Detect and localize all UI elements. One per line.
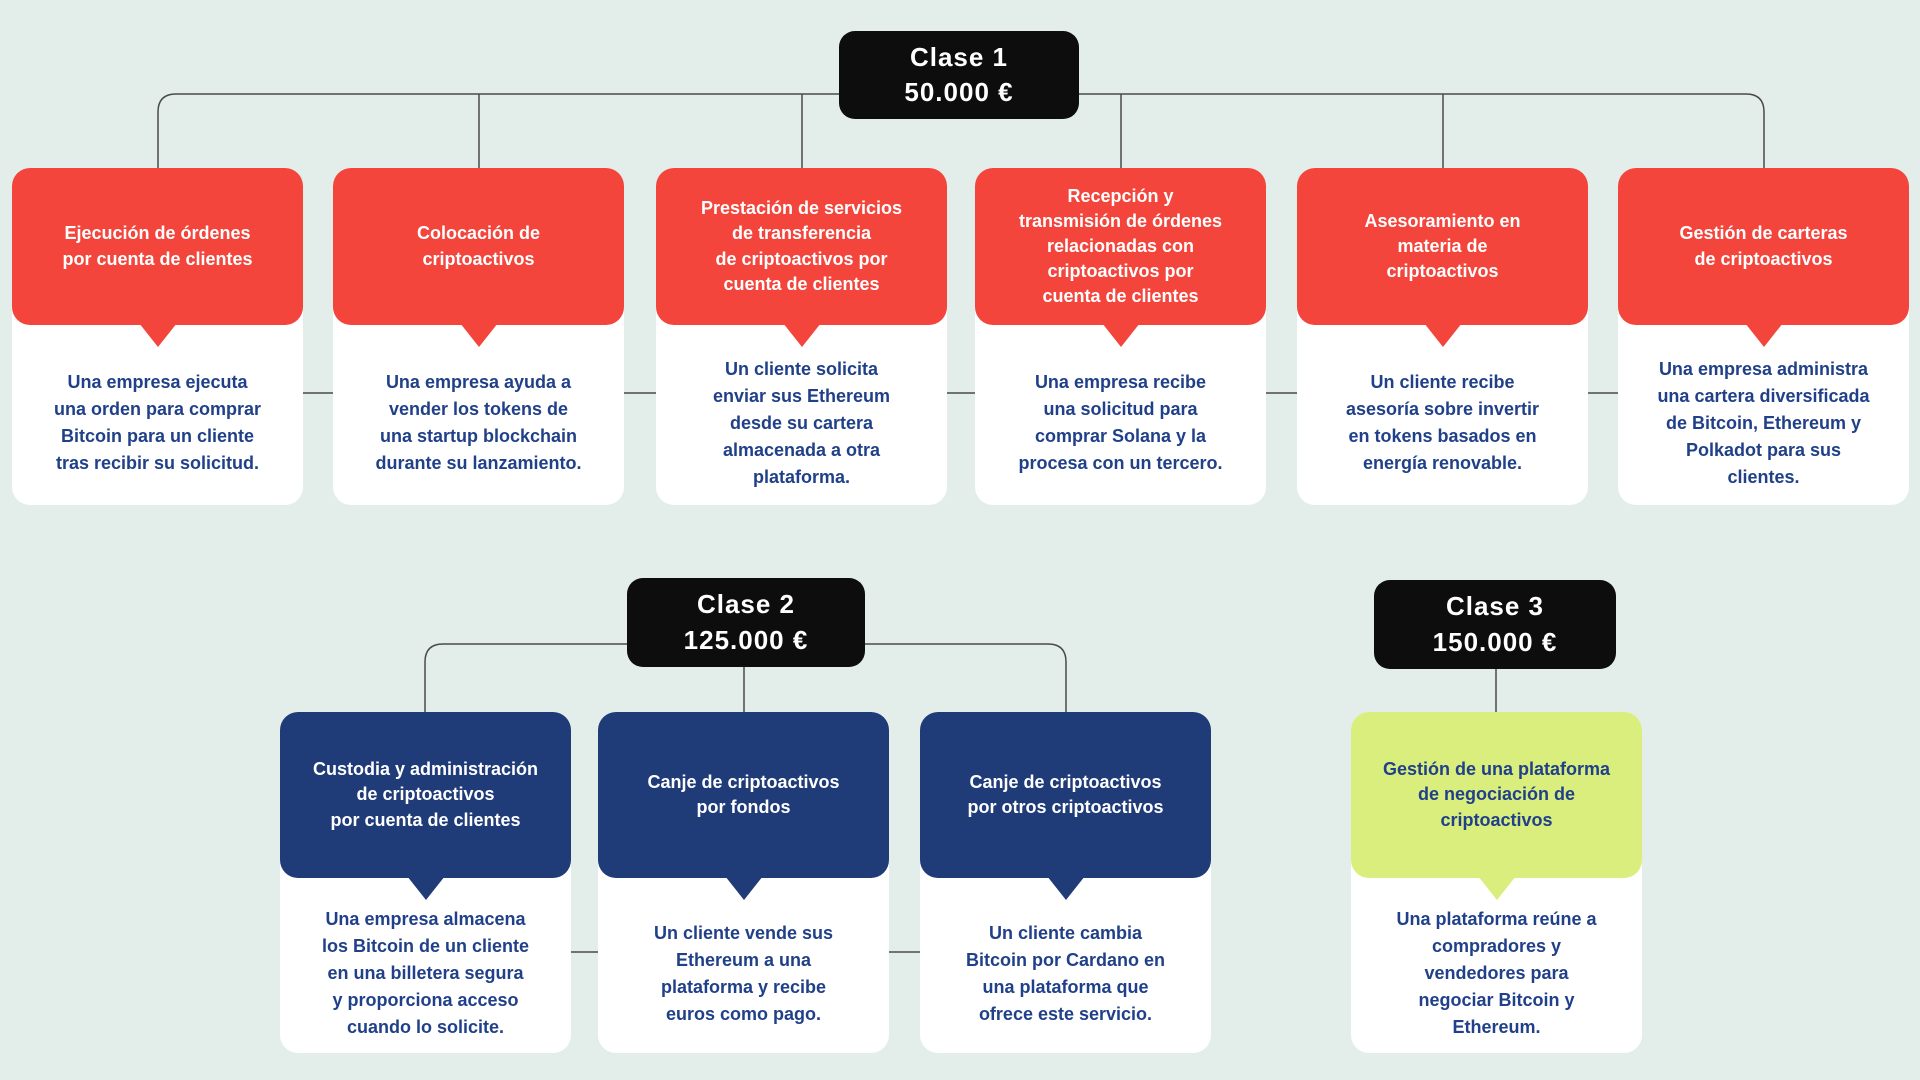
service-title: Custodia y administración de criptoactiv… [312,759,539,830]
service-title-bubble: Canje de criptoactivos por otros criptoa… [920,712,1211,900]
service-title: Canje de criptoactivos por fondos [647,771,840,817]
service-card-canje-criptoactivos: Canje de criptoactivos por otros criptoa… [920,712,1211,1053]
service-card-plataforma-negociacion: Gestión de una plataforma de negociación… [1351,712,1642,1053]
service-description: Una empresa recibe una solicitud para co… [1018,372,1223,473]
class-2-label: Clase 2 [696,589,796,620]
service-description: Una empresa ayuda a vender los tokens de… [375,372,582,473]
service-title: Asesoramiento en materia de criptoactivo… [1364,210,1521,282]
bubble-tail-icon [1046,876,1085,900]
service-title-bubble: Custodia y administración de criptoactiv… [280,712,571,900]
service-description: Un cliente cambia Bitcoin por Cardano en… [965,922,1165,1024]
bubble-tail-icon [459,323,498,347]
service-title-bubble: Colocación de criptoactivos [333,168,624,347]
service-description: Una empresa ejecuta una orden para compr… [53,372,262,473]
service-card-canje-fondos: Canje de criptoactivos por fondos Un cli… [598,712,889,1053]
service-card-ejecucion-ordenes: Ejecución de órdenes por cuenta de clien… [12,168,303,505]
service-title-bubble: Recepción y transmisión de órdenes relac… [975,168,1266,347]
service-title: Ejecución de órdenes por cuenta de clien… [62,223,253,269]
service-description: Una empresa administra una cartera diver… [1657,358,1870,487]
service-title: Gestión de carteras de criptoactivos [1679,223,1848,269]
bubble-tail-icon [406,876,445,900]
service-card-colocacion: Colocación de criptoactivos Una empresa … [333,168,624,505]
bubble-tail-icon [1101,323,1140,347]
class-1-amount: 50.000 € [904,77,1014,107]
class-node-2: Clase 2 125.000 € [627,578,865,667]
service-card-transferencia: Prestación de servicios de transferencia… [656,168,947,505]
service-title-bubble: Asesoramiento en materia de criptoactivo… [1297,168,1588,347]
service-title: Recepción y transmisión de órdenes relac… [1018,185,1223,307]
service-title: Canje de criptoactivos por otros criptoa… [967,771,1164,817]
service-card-custodia: Custodia y administración de criptoactiv… [280,712,571,1053]
service-title-bubble: Gestión de carteras de criptoactivos [1618,168,1909,347]
bubble-tail-icon [724,876,763,900]
bubble-tail-icon [138,323,177,347]
service-description: Un cliente solicita enviar sus Ethereum … [712,358,891,487]
service-title-bubble: Canje de criptoactivos por fondos [598,712,889,900]
class-1-label: Clase 1 [909,41,1009,72]
bubble-tail-icon [782,323,821,347]
service-description: Una empresa almacena los Bitcoin de un c… [321,909,530,1037]
bubble-tail-icon [1423,323,1462,347]
service-title: Prestación de servicios de transferencia… [700,198,903,294]
service-card-recepcion-transmision: Recepción y transmisión de órdenes relac… [975,168,1266,505]
class-3-label: Clase 3 [1445,591,1545,622]
service-title: Colocación de criptoactivos [416,223,541,269]
service-card-asesoramiento: Asesoramiento en materia de criptoactivo… [1297,168,1588,505]
class-node-3: Clase 3 150.000 € [1374,580,1616,669]
service-card-gestion-carteras: Gestión de carteras de criptoactivos Una… [1618,168,1909,505]
service-description: Un cliente vende sus Ethereum a una plat… [653,922,834,1024]
bubble-tail-icon [1477,876,1516,900]
bubble-tail-icon [1744,323,1783,347]
service-title-bubble: Gestión de una plataforma de negociación… [1351,712,1642,900]
service-title: Gestión de una plataforma de negociación… [1382,759,1611,830]
class-node-1: Clase 1 50.000 € [839,31,1079,119]
service-description: Una plataforma reúne a compradores y ven… [1396,909,1597,1037]
class-2-amount: 125.000 € [683,624,809,655]
service-description: Un cliente recibe asesoría sobre inverti… [1345,372,1540,473]
service-title-bubble: Prestación de servicios de transferencia… [656,168,947,347]
class-3-amount: 150.000 € [1432,626,1558,657]
service-title-bubble: Ejecución de órdenes por cuenta de clien… [12,168,303,347]
